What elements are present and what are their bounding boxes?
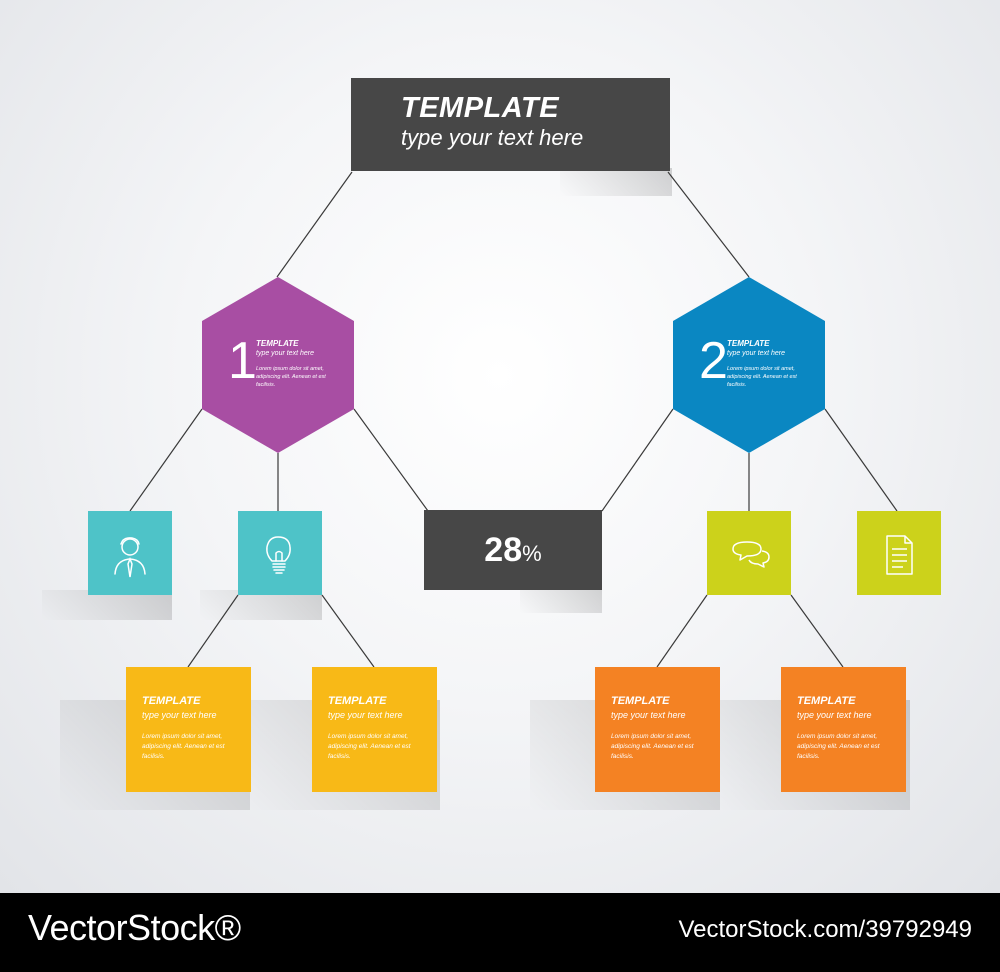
- icon-square-speech: [707, 511, 791, 595]
- icon-square-lightbulb: [238, 511, 322, 595]
- connector-line: [790, 594, 844, 668]
- connector-line: [601, 408, 674, 512]
- percent-box: 28%: [424, 510, 602, 590]
- card-2: TEMPLATE type your text here Lorem ipsum…: [312, 667, 437, 792]
- card-1: TEMPLATE type your text here Lorem ipsum…: [126, 667, 251, 792]
- businessman-icon: [114, 537, 146, 578]
- connector-line: [824, 408, 898, 512]
- card-subtitle: type your text here: [611, 710, 686, 720]
- top-box-shadow: [560, 168, 672, 196]
- document-icon: [886, 535, 913, 575]
- connector-line: [187, 594, 239, 668]
- hexagon-number: 1: [228, 332, 257, 390]
- top-box-title: TEMPLATE: [401, 92, 560, 124]
- connector-lines: [129, 171, 898, 668]
- connector-line: [353, 408, 429, 512]
- watermark-footer: VectorStock® VectorStock.com/39792949: [0, 893, 1000, 972]
- card-title: TEMPLATE: [142, 695, 201, 707]
- icon-square-document: [857, 511, 941, 595]
- top-box-subtitle: type your text here: [401, 125, 584, 150]
- hexagon-body: Lorem ipsum dolor sit amet, adipiscing e…: [727, 366, 797, 388]
- hexagon-title: TEMPLATE: [727, 339, 770, 348]
- hexagon-number: 2: [699, 332, 728, 390]
- connector-line: [656, 594, 708, 668]
- icon-square-businessman: [88, 511, 172, 595]
- hexagon-node-1: 1 TEMPLATE type your text here Lorem ips…: [202, 277, 354, 453]
- card-subtitle: type your text here: [142, 710, 217, 720]
- lightbulb-icon: [266, 536, 291, 574]
- card-subtitle: type your text here: [328, 710, 403, 720]
- card-title: TEMPLATE: [328, 695, 387, 707]
- image-id-text: VectorStock.com/39792949: [678, 916, 972, 943]
- square-shadow: [200, 590, 322, 620]
- card-title: TEMPLATE: [611, 695, 670, 707]
- flowchart-canvas: TEMPLATE type your text here 1 TEMPLATE …: [0, 0, 1000, 893]
- card-subtitle: type your text here: [797, 710, 872, 720]
- hexagon-body: Lorem ipsum dolor sit amet, adipiscing e…: [256, 366, 326, 388]
- card-title: TEMPLATE: [797, 695, 856, 707]
- card-body: Lorem ipsum dolor sit amet, adipiscing e…: [142, 733, 225, 760]
- hexagon-title: TEMPLATE: [256, 339, 299, 348]
- connector-line: [276, 171, 353, 278]
- top-template-box: TEMPLATE type your text here: [351, 78, 670, 171]
- brand-logo: VectorStock®: [28, 907, 241, 948]
- card-body: Lorem ipsum dolor sit amet, adipiscing e…: [328, 733, 411, 760]
- percent-value: 28: [484, 531, 523, 569]
- percent-unit: %: [522, 541, 542, 566]
- card-4: TEMPLATE type your text here Lorem ipsum…: [781, 667, 906, 792]
- card-body: Lorem ipsum dolor sit amet, adipiscing e…: [797, 733, 880, 760]
- hexagon-subtitle: type your text here: [256, 350, 314, 357]
- speech-bubbles-icon: [732, 541, 770, 568]
- hexagon-subtitle: type your text here: [727, 350, 785, 357]
- connector-line: [129, 408, 203, 512]
- connector-line: [667, 171, 750, 278]
- card-3: TEMPLATE type your text here Lorem ipsum…: [595, 667, 720, 792]
- pct-box-shadow: [520, 587, 602, 613]
- card-body: Lorem ipsum dolor sit amet, adipiscing e…: [611, 733, 694, 760]
- square-shadow: [42, 590, 172, 620]
- connector-line: [321, 594, 375, 668]
